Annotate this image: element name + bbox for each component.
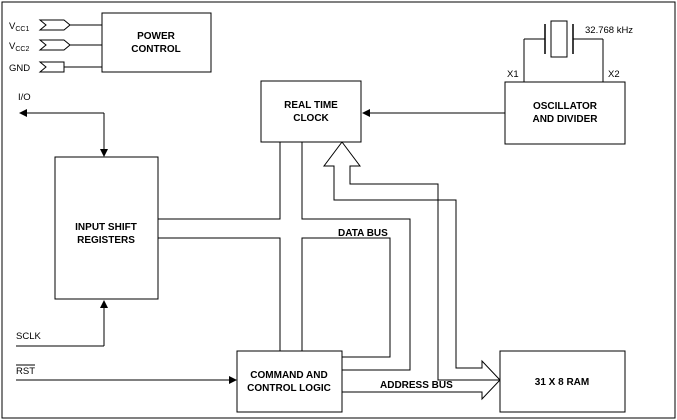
svg-text:VCC1: VCC1 (9, 21, 29, 33)
rtc-block: REAL TIME CLOCK (260, 80, 362, 143)
x2-label: X2 (608, 69, 620, 80)
pin-io: I/O (18, 92, 108, 157)
io-label: I/O (18, 92, 31, 103)
pin-gnd: GND (9, 61, 102, 74)
ram-label: 31 X 8 RAM (535, 377, 589, 388)
oscillator-line1: OSCILLATOR (533, 101, 598, 112)
rtc-line2: CLOCK (293, 113, 329, 124)
rtc-line1: REAL TIME (284, 100, 338, 111)
oscillator-block: OSCILLATOR AND DIVIDER (504, 81, 626, 145)
x1-label: X1 (507, 69, 519, 80)
rst-label: RST (16, 366, 35, 377)
address-bus (323, 141, 501, 401)
power-control-line1: POWER (137, 31, 176, 42)
input-shift-line1: INPUT SHIFT (75, 222, 137, 233)
gnd-label: GND (9, 63, 30, 74)
ram-block: 31 X 8 RAM (499, 350, 626, 413)
input-shift-block: INPUT SHIFT REGISTERS (54, 156, 159, 300)
pin-vcc2: VCC2 (9, 39, 102, 53)
vcc2-label: V (9, 41, 16, 52)
command-logic-block: COMMAND AND CONTROL LOGIC (236, 350, 343, 413)
vcc1-label: V (9, 21, 16, 32)
pin-rst: RST (16, 364, 237, 384)
vcc2-sub: CC2 (15, 46, 29, 53)
power-control-line2: CONTROL (131, 44, 180, 55)
data-bus-label: DATA BUS (338, 228, 388, 239)
power-control-block: POWER CONTROL (101, 12, 212, 73)
data-bus (158, 142, 411, 371)
sclk-label: SCLK (16, 331, 41, 342)
input-shift-line2: REGISTERS (77, 235, 135, 246)
pin-sclk: SCLK (16, 300, 108, 347)
address-bus-label: ADDRESS BUS (380, 380, 453, 391)
pin-vcc1: VCC1 (9, 19, 102, 33)
svg-text:VCC2: VCC2 (9, 41, 29, 53)
vcc1-sub: CC1 (15, 26, 29, 33)
command-logic-line2: CONTROL LOGIC (247, 383, 331, 394)
crystal: 32.768 kHz X1 X2 (507, 20, 633, 82)
command-logic-line1: COMMAND AND (250, 370, 327, 381)
oscillator-line2: AND DIVIDER (532, 114, 598, 125)
crystal-frequency: 32.768 kHz (585, 25, 633, 36)
